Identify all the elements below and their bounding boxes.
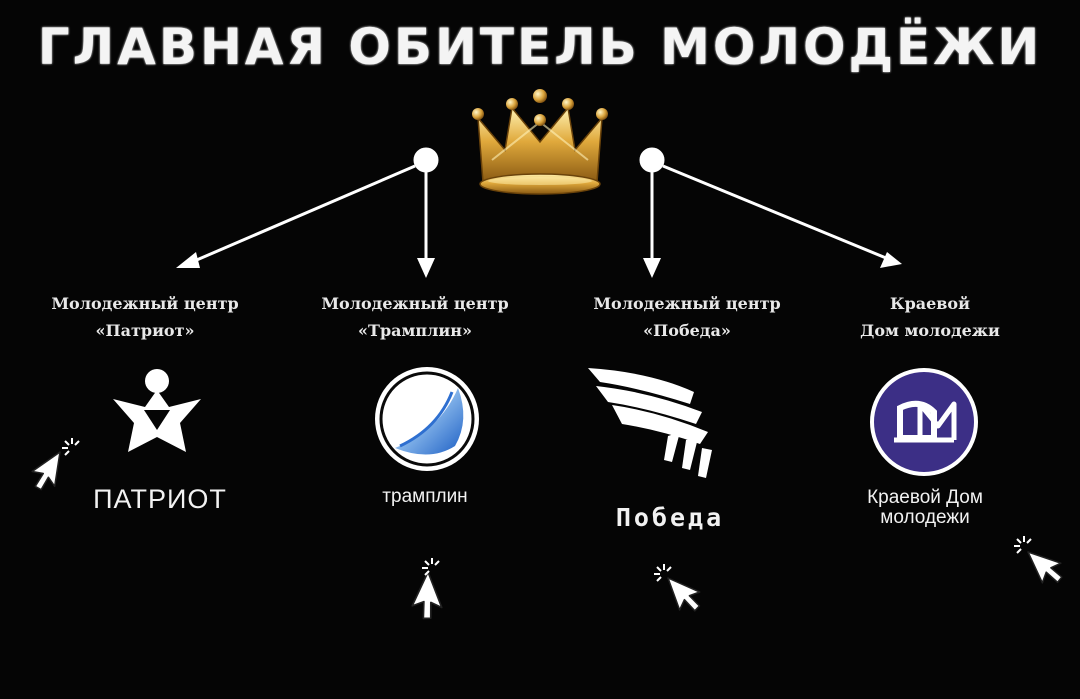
center-label-line: «Трамплин»: [358, 321, 472, 340]
patriot-star-person-icon: [113, 369, 201, 452]
kdm-logo-text-line: молодежи: [880, 507, 970, 528]
center-label-line: Краевой: [890, 294, 970, 313]
tramplin-circle-icon: [375, 367, 479, 471]
tramplin-logo-text: трамплин: [382, 486, 468, 507]
center-label-line: Дом молодежи: [860, 321, 1000, 340]
right-node-dot: [639, 147, 665, 173]
cursor-sparks-icon: [61, 437, 80, 456]
pobeda-logo-text: Победа: [615, 503, 725, 532]
page-title: ГЛАВНАЯ ОБИТЕЛЬ МОЛОДЁЖИ: [37, 18, 1043, 76]
center-label-line: Молодежный центр: [593, 294, 781, 313]
center-label-tramplin: Молодежный центр «Трамплин»: [280, 290, 550, 344]
kdm-monogram-icon: [870, 368, 978, 476]
center-label-kdm: Краевой Дом молодежи: [795, 290, 1065, 344]
connector-arrows: [176, 147, 902, 278]
center-label-line: Молодежный центр: [51, 294, 239, 313]
patriot-logo-text: ПАТРИОТ: [93, 484, 227, 514]
pobeda-wing-icon: [588, 368, 712, 478]
center-label-pobeda: Молодежный центр «Победа»: [552, 290, 822, 344]
click-cursor-icon: [1027, 540, 1069, 590]
left-node-dot: [413, 147, 439, 173]
center-label-line: «Победа»: [643, 321, 731, 340]
click-cursor-icon: [667, 568, 706, 617]
kdm-logo-text: Краевой Дом молодежи: [820, 488, 1030, 528]
cursor-sparks-icon: [1013, 535, 1032, 554]
cursor-sparks-icon: [421, 557, 440, 576]
kdm-logo-text-line: Краевой Дом: [867, 487, 983, 508]
center-label-line: «Патриот»: [95, 321, 195, 340]
center-label-line: Молодежный центр: [321, 294, 509, 313]
crown-icon: [472, 89, 608, 195]
center-label-patriot: Молодежный центр «Патриот»: [10, 290, 280, 344]
click-cursor-icon: [408, 571, 454, 625]
